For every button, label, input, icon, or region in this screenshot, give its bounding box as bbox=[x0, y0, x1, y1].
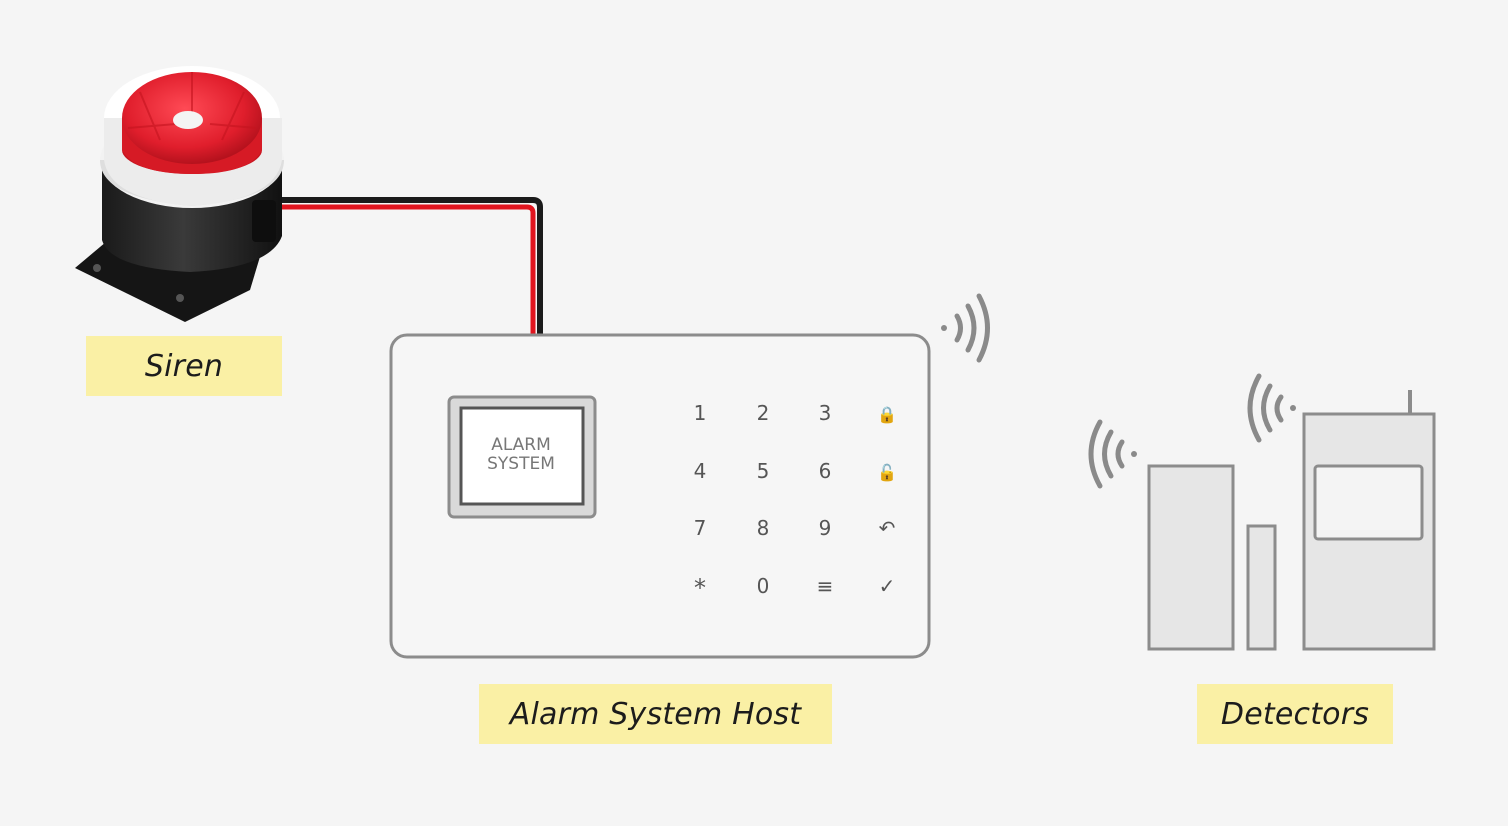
door-sensor bbox=[1147, 464, 1277, 651]
siren-device bbox=[75, 66, 284, 322]
keypad-key[interactable]: 1 bbox=[694, 401, 707, 425]
keypad-key[interactable]: 3 bbox=[819, 401, 832, 425]
detectors-label: Detectors bbox=[1197, 684, 1393, 744]
keypad-key[interactable]: 2 bbox=[757, 401, 770, 425]
lock-icon[interactable]: 🔒 bbox=[877, 405, 897, 424]
confirm-icon[interactable]: ✓ bbox=[879, 574, 896, 598]
keypad: 1 2 3 🔒 4 5 6 🔓 7 8 9 ↶ * 0 ≡ ✓ bbox=[694, 401, 897, 602]
host-screen-line2: SYSTEM bbox=[487, 454, 555, 474]
keypad-key[interactable]: 8 bbox=[757, 516, 770, 540]
siren-wire bbox=[280, 197, 543, 336]
motion-detector-signal-icon bbox=[1247, 373, 1296, 443]
unlock-icon[interactable]: 🔓 bbox=[877, 463, 897, 482]
siren-label: Siren bbox=[86, 336, 282, 396]
door-sensor-signal-icon bbox=[1088, 419, 1137, 489]
keypad-key[interactable]: 9 bbox=[819, 516, 832, 540]
keypad-key[interactable]: 6 bbox=[819, 459, 832, 483]
host-screen-line1: ALARM bbox=[491, 435, 551, 455]
motion-detector bbox=[1302, 390, 1436, 651]
keypad-key[interactable]: 4 bbox=[694, 459, 707, 483]
back-icon[interactable]: ↶ bbox=[879, 516, 896, 540]
keypad-key[interactable]: 7 bbox=[694, 516, 707, 540]
menu-icon[interactable]: ≡ bbox=[817, 574, 834, 598]
keypad-key[interactable]: * bbox=[694, 574, 706, 602]
host-signal-icon bbox=[941, 293, 990, 363]
host-label: Alarm System Host bbox=[479, 684, 832, 744]
keypad-key[interactable]: 5 bbox=[757, 459, 770, 483]
keypad-key[interactable]: 0 bbox=[757, 574, 770, 598]
alarm-host-panel bbox=[389, 333, 931, 659]
